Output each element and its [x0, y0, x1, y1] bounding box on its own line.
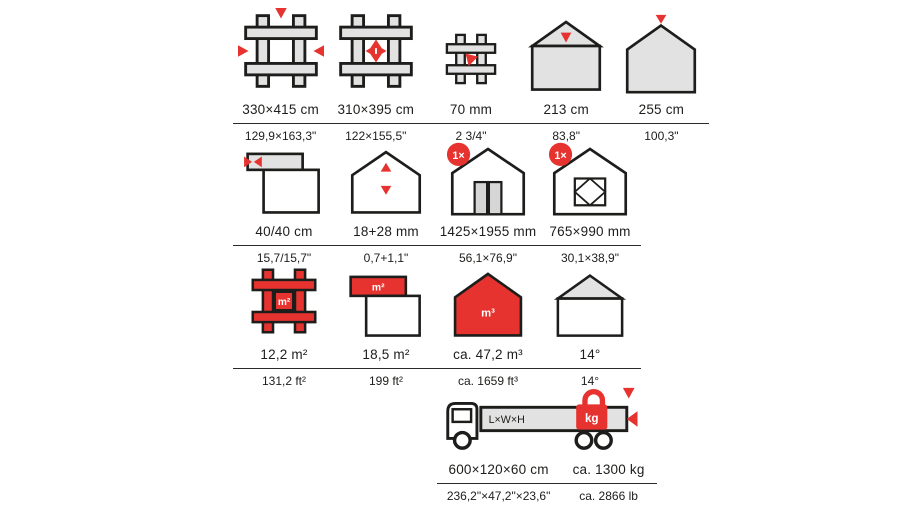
- spec-item-ridge-height: 255 cm: [614, 4, 709, 117]
- spec-item-inner-dimensions: 310×395 cm: [328, 4, 423, 117]
- imperial-value: 56,1×76,9": [459, 251, 517, 265]
- imperial-value: 129,9×163,3": [244, 129, 317, 143]
- house-ridge-icon: [614, 4, 709, 94]
- divider-line: [437, 483, 657, 484]
- volume-icon: m³: [437, 263, 539, 339]
- shipping-metric: 600×120×60 cm ca. 1300 kg: [437, 454, 657, 477]
- component-imperial: 15,7/15,7" 0,7+1,1" 56,1×76,9" 30,1×38,9…: [233, 251, 641, 265]
- spec-item-volume: m³ ca. 47,2 m³: [437, 263, 539, 362]
- imperial-value: 83,8": [552, 129, 580, 143]
- svg-text:kg: kg: [585, 412, 599, 425]
- imperial-value: 2 3/4": [455, 129, 487, 143]
- metric-value: 330×415 cm: [242, 102, 319, 117]
- metric-value: 70 mm: [449, 102, 493, 117]
- spec-item-outer-dimensions: 330×415 cm: [233, 4, 328, 117]
- house-eave-icon: [519, 4, 614, 94]
- metric-value: 255 cm: [638, 102, 685, 117]
- metric-value: ca. 1300 kg: [572, 462, 645, 477]
- area-cells: m² 12,2 m² m² 18,5 m²: [233, 263, 641, 362]
- roof-board-icon: [335, 138, 437, 216]
- imperial-value: 14°: [580, 374, 600, 388]
- dimension-cells: 330×415 cm 310×395 cm: [233, 4, 709, 117]
- metric-value: 600×120×60 cm: [448, 462, 549, 477]
- spec-item-profile-thickness: 70 mm: [423, 4, 518, 117]
- metric-value: ca. 47,2 m³: [453, 347, 523, 362]
- component-cells: 40/40 cm 18+28 mm: [233, 138, 641, 239]
- quantity-badge: 1×: [446, 142, 471, 166]
- imperial-value: 199 ft²: [368, 374, 404, 388]
- spec-row-areas: m² 12,2 m² m² 18,5 m²: [233, 263, 641, 388]
- metric-value: 765×990 mm: [549, 224, 631, 239]
- svg-text:1×: 1×: [554, 150, 566, 162]
- imperial-value: ca. 1659 ft³: [457, 374, 519, 388]
- imperial-value: 131,2 ft²: [261, 374, 307, 388]
- spec-item-corner-boards: 40/40 cm: [233, 138, 335, 239]
- spec-item-roof-boards: 18+28 mm: [335, 138, 437, 239]
- door-icon: 1×: [437, 138, 539, 216]
- metric-value: 12,2 m²: [260, 347, 308, 362]
- metric-value: 40/40 cm: [255, 224, 313, 239]
- wall-area-icon: m²: [335, 263, 437, 339]
- spec-item-eave-height: 213 cm: [519, 4, 614, 117]
- imperial-value: 15,7/15,7": [256, 251, 312, 265]
- spec-row-shipping: L×W×H kg 600×120×60 cm ca. 1300 kg 236,2…: [437, 387, 657, 503]
- floor-area-icon: m²: [233, 263, 335, 339]
- svg-text:m²: m²: [372, 283, 385, 294]
- quantity-badge: 1×: [548, 142, 573, 166]
- truck-icon: L×W×H kg: [437, 387, 657, 454]
- imperial-value: 122×155,5": [345, 129, 407, 143]
- divider-line: [233, 245, 641, 246]
- metric-value: 213 cm: [543, 102, 589, 117]
- svg-text:m³: m³: [481, 307, 495, 319]
- metric-value: 14°: [579, 347, 601, 362]
- spec-item-roof-pitch: 14°: [539, 263, 641, 362]
- padlock-icon: kg: [576, 389, 608, 430]
- spec-item-wall-area: m² 18,5 m²: [335, 263, 437, 362]
- shipping-imperial: 236,2"×47,2"×23,6" ca. 2866 lb: [437, 489, 657, 503]
- metric-value: 1425×1955 mm: [439, 224, 537, 239]
- area-imperial: 131,2 ft² 199 ft² ca. 1659 ft³ 14°: [233, 374, 641, 388]
- frame-outer-icon: [233, 4, 328, 94]
- frame-inner-icon: [328, 4, 423, 94]
- spec-row-components: 40/40 cm 18+28 mm: [233, 138, 641, 265]
- corner-board-icon: [233, 138, 335, 216]
- spec-item-door: 1× 1425×1955 mm: [437, 138, 539, 239]
- spec-item-window: 1× 765×990 mm: [539, 138, 641, 239]
- profile-icon: [423, 4, 518, 94]
- metric-value: 18,5 m²: [362, 347, 410, 362]
- spec-item-floor-area: m² 12,2 m²: [233, 263, 335, 362]
- imperial-value: 30,1×38,9": [561, 251, 619, 265]
- dimension-imperial: 129,9×163,3" 122×155,5" 2 3/4" 83,8" 100…: [233, 129, 709, 143]
- svg-text:L×W×H: L×W×H: [489, 414, 525, 426]
- imperial-value: 100,3": [644, 129, 679, 143]
- metric-value: 18+28 mm: [353, 224, 419, 239]
- imperial-value: ca. 2866 lb: [579, 489, 638, 503]
- imperial-value: 0,7+1,1": [363, 251, 409, 265]
- divider-line: [233, 368, 641, 369]
- roof-pitch-icon: [539, 263, 641, 339]
- svg-text:m²: m²: [278, 297, 291, 308]
- divider-line: [233, 123, 709, 124]
- metric-value: 310×395 cm: [337, 102, 415, 117]
- window-icon: 1×: [539, 138, 641, 216]
- spec-row-dimensions: 330×415 cm 310×395 cm: [233, 4, 709, 143]
- imperial-value: 236,2"×47,2"×23,6": [446, 489, 551, 503]
- svg-text:1×: 1×: [452, 150, 464, 162]
